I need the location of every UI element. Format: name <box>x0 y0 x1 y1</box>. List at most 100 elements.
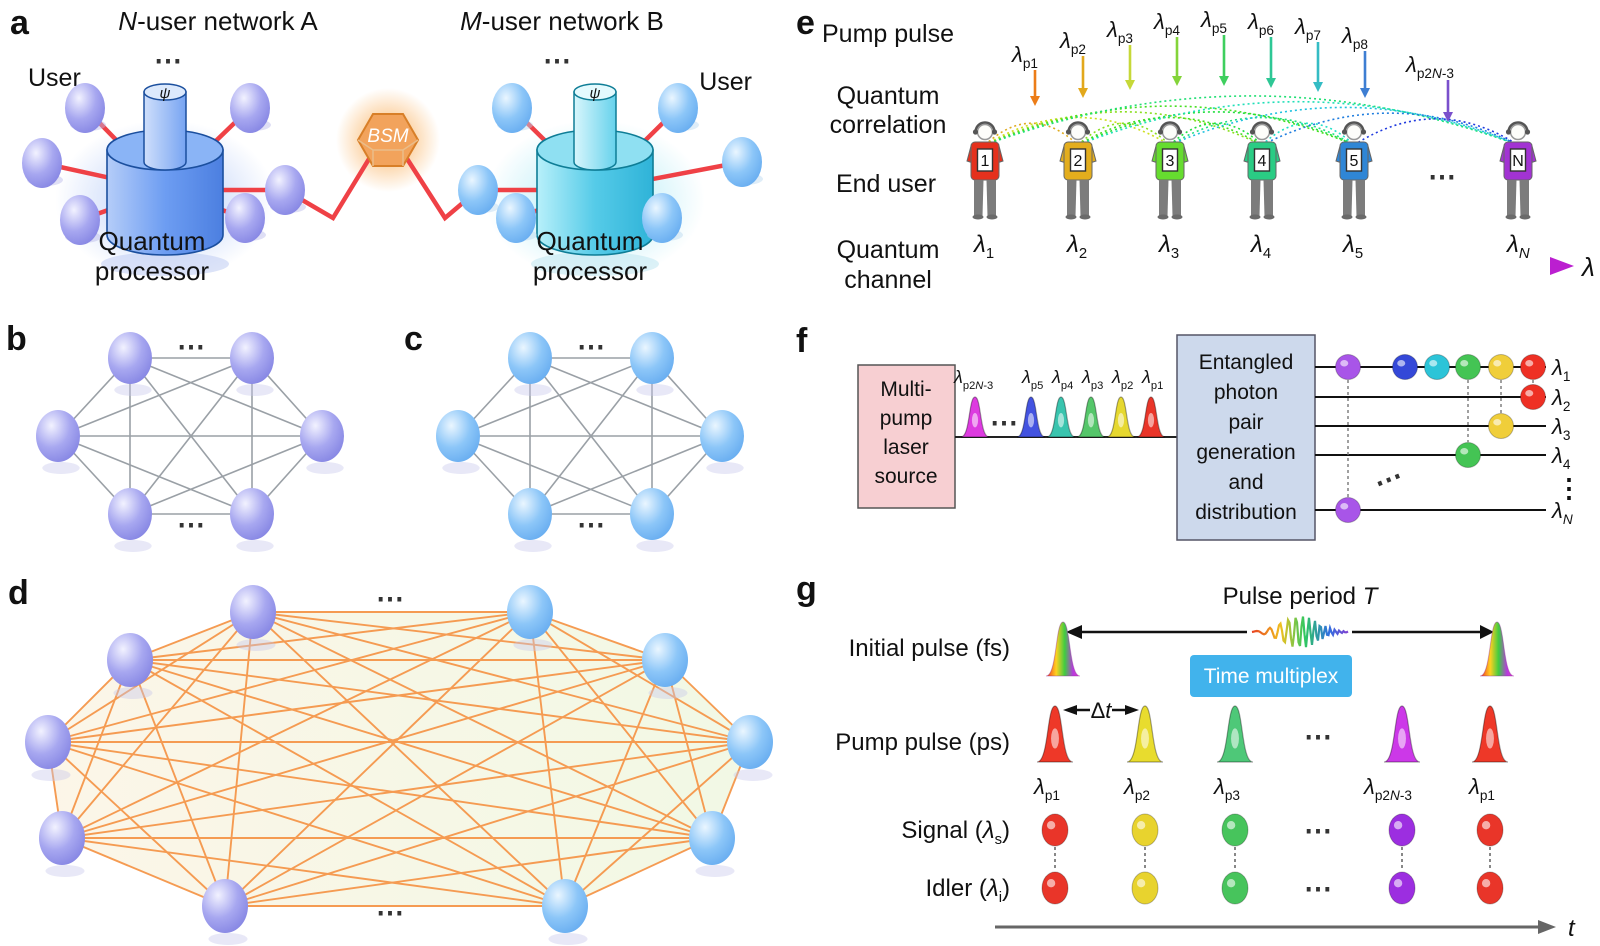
correlation-arc <box>1169 116 1355 146</box>
network-node <box>108 488 152 540</box>
quantum-correlation-arcs <box>984 95 1519 146</box>
node-shadow <box>236 639 276 651</box>
node-shadow <box>236 540 274 552</box>
user-head <box>1161 123 1179 141</box>
network-edge <box>224 837 713 907</box>
photon-highlight <box>1136 821 1146 830</box>
gen-box-line: photon <box>1214 381 1278 404</box>
network-b-graph <box>36 332 344 552</box>
pulse-highlight <box>1486 728 1494 749</box>
ellipsis-icon: ⋯ <box>1304 815 1332 846</box>
pump-arrowhead-icon <box>1125 80 1135 90</box>
headphone-cup <box>1341 129 1348 135</box>
pump-wavelength-label: λp3 <box>1213 774 1240 803</box>
pump-arrowhead-icon <box>1030 96 1040 106</box>
panel-g: g Pulse period T Initial pulse (fs) Time… <box>796 570 1576 942</box>
user-node <box>22 138 62 188</box>
network-edge <box>129 435 323 515</box>
photon-highlight <box>1136 879 1146 888</box>
user-shoe <box>1079 214 1091 220</box>
channel-lambda-label: λ3 <box>1157 231 1179 262</box>
dt-arrowhead-left-icon <box>1063 705 1077 715</box>
channel-lambda-label: λ2 <box>1065 231 1087 262</box>
output-lambda-label: λ1 <box>1551 355 1570 384</box>
hub-b-body <box>536 149 654 256</box>
source-box-line: Multi- <box>880 378 931 401</box>
ellipsis-icon: ⋯ <box>376 897 404 928</box>
hub-a-body <box>106 149 224 256</box>
user-badge <box>1253 148 1271 172</box>
signal-idler-photon-pairs <box>1041 813 1504 905</box>
photon-dot <box>1424 354 1450 380</box>
panel-label-g: g <box>796 570 817 608</box>
network-node <box>107 633 153 687</box>
gen-box-line: pair <box>1228 411 1263 434</box>
network-edge <box>224 741 751 907</box>
network-node <box>542 879 588 933</box>
pulse-highlight <box>1117 413 1125 428</box>
user-leg <box>1067 180 1077 216</box>
pump-wavelength-label: λp2N-3 <box>1363 774 1412 803</box>
user-leg <box>1171 180 1181 216</box>
headphones-icon <box>974 121 996 133</box>
user-number: N <box>1512 153 1524 170</box>
user-node <box>60 195 100 245</box>
node-shadow <box>113 687 153 699</box>
signal-photon-dot <box>1476 813 1504 847</box>
user-leg <box>974 180 984 216</box>
idler-photon-dot <box>1388 871 1416 905</box>
headphones-icon <box>1251 121 1273 133</box>
node-shadow <box>114 384 152 396</box>
node-shadow <box>706 462 744 474</box>
pump-wavelength-label: λp6 <box>1247 9 1274 38</box>
gen-box-line: distribution <box>1195 501 1297 524</box>
processor-a-line2: processor <box>95 256 209 286</box>
pump-arrowhead-icon <box>1266 78 1276 88</box>
correlation-arc <box>1261 122 1355 146</box>
photon-dot <box>1488 354 1514 380</box>
network-node <box>436 410 480 462</box>
signal-photon-dot <box>1388 813 1416 847</box>
user-shoe <box>1157 214 1169 220</box>
bsm-node: BSM <box>356 113 420 167</box>
photon-highlight <box>1525 360 1534 367</box>
network-fill <box>48 612 750 906</box>
network-edge <box>252 611 566 907</box>
pump-arrowhead-icon <box>1172 76 1182 86</box>
photon-highlight <box>1393 879 1403 888</box>
user-nodes-a-b <box>22 83 763 245</box>
row-label-pump-pulse: Pump pulse <box>822 20 954 48</box>
user-shoe <box>1505 214 1517 220</box>
node-shadow <box>514 540 552 552</box>
user-head <box>1069 123 1087 141</box>
panel-label-d: d <box>8 574 29 612</box>
network-node <box>39 811 85 865</box>
gen-box-line: Entangled <box>1199 351 1294 374</box>
correlation-arc <box>984 116 1171 146</box>
headphones-icon <box>1507 121 1529 133</box>
bsm-label: BSM <box>367 126 408 147</box>
correlation-arc <box>1353 118 1519 146</box>
network-edge <box>564 741 751 907</box>
network-edge <box>47 741 226 907</box>
network-edge <box>61 837 226 907</box>
photon-dot <box>1335 497 1361 523</box>
pump-wavelength-label: λp1 <box>1011 42 1038 71</box>
user-node <box>492 83 532 133</box>
user-label-right: User <box>699 68 752 96</box>
source-box-line: laser <box>883 436 929 459</box>
network-node <box>230 332 274 384</box>
node-shadow <box>45 865 85 877</box>
network-edge <box>129 611 531 661</box>
photon-highlight <box>1393 821 1403 830</box>
network-b-title: M-user network B <box>460 6 664 36</box>
pump-wavelength-label: λp2N-3 <box>953 367 993 392</box>
network-node <box>630 332 674 384</box>
channel-arrowhead-icon <box>1550 257 1574 275</box>
network-edge <box>564 659 666 907</box>
ellipsis-icon: ⋯ <box>543 45 571 76</box>
headphone-cup <box>1176 129 1183 135</box>
user-shoe <box>1065 214 1077 220</box>
